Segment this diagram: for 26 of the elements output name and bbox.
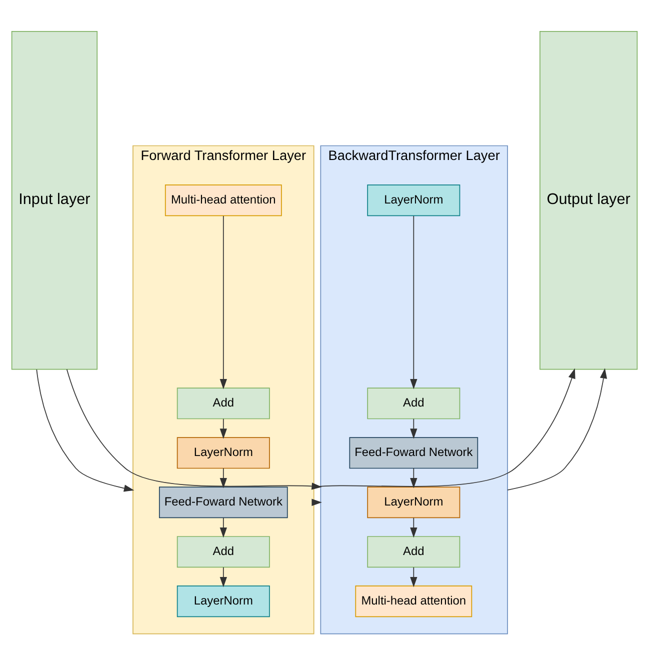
node-box: LayerNorm [367,184,460,216]
arrow [220,517,227,538]
node-box: Add [176,536,270,568]
arrow [220,418,227,439]
arrow [220,566,227,588]
node-box: Multi-head attention [164,184,282,216]
arrow [36,369,134,492]
node-box: LayerNorm [176,586,270,618]
arrow [410,418,418,439]
node-box: Add [367,536,460,568]
arrow [410,468,418,488]
node-box: LayerNorm [367,486,460,518]
arrow [220,468,227,488]
arrow [507,368,608,490]
node-box: Feed-Foward Network [158,486,288,518]
arrow [220,216,227,390]
node-box: LayerNorm [176,437,270,469]
node-box: Feed-Foward Network [349,437,478,469]
node-box: Output layer [540,30,638,370]
arrow [410,517,418,538]
node-box: Multi-head attention [355,586,472,618]
node-box: Add [367,388,460,420]
arrow [410,216,418,390]
node-box: Add [176,388,270,420]
node-box: Input layer [11,30,98,370]
arrow [410,566,418,588]
